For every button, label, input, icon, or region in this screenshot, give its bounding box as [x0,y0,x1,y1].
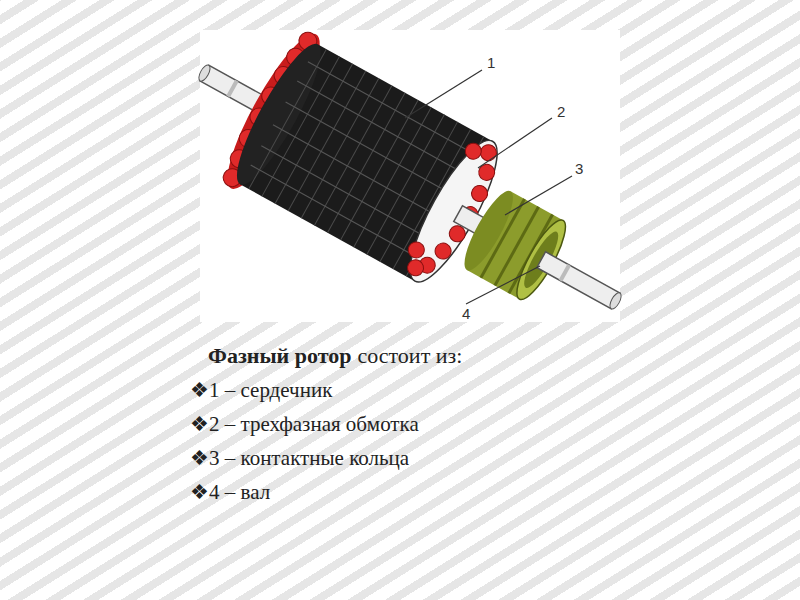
phase-rotor [158,0,661,380]
list-item: ❖3 – контактные кольца [190,446,409,471]
callout-number: 1 [487,54,495,71]
callout-number: 3 [575,160,583,177]
list-item: ❖1 – сердечник [190,378,332,403]
callout-number: 2 [557,103,565,120]
heading-bold: Фазный ротор [208,343,351,369]
heading-text: состоит из: [357,343,462,369]
leader-lines [405,70,572,304]
list-item: ❖4 – вал [190,480,270,505]
picture-ground [200,30,620,322]
list-item: ❖2 – трехфазная обмотка [190,412,419,437]
callout-number: 4 [462,305,470,322]
